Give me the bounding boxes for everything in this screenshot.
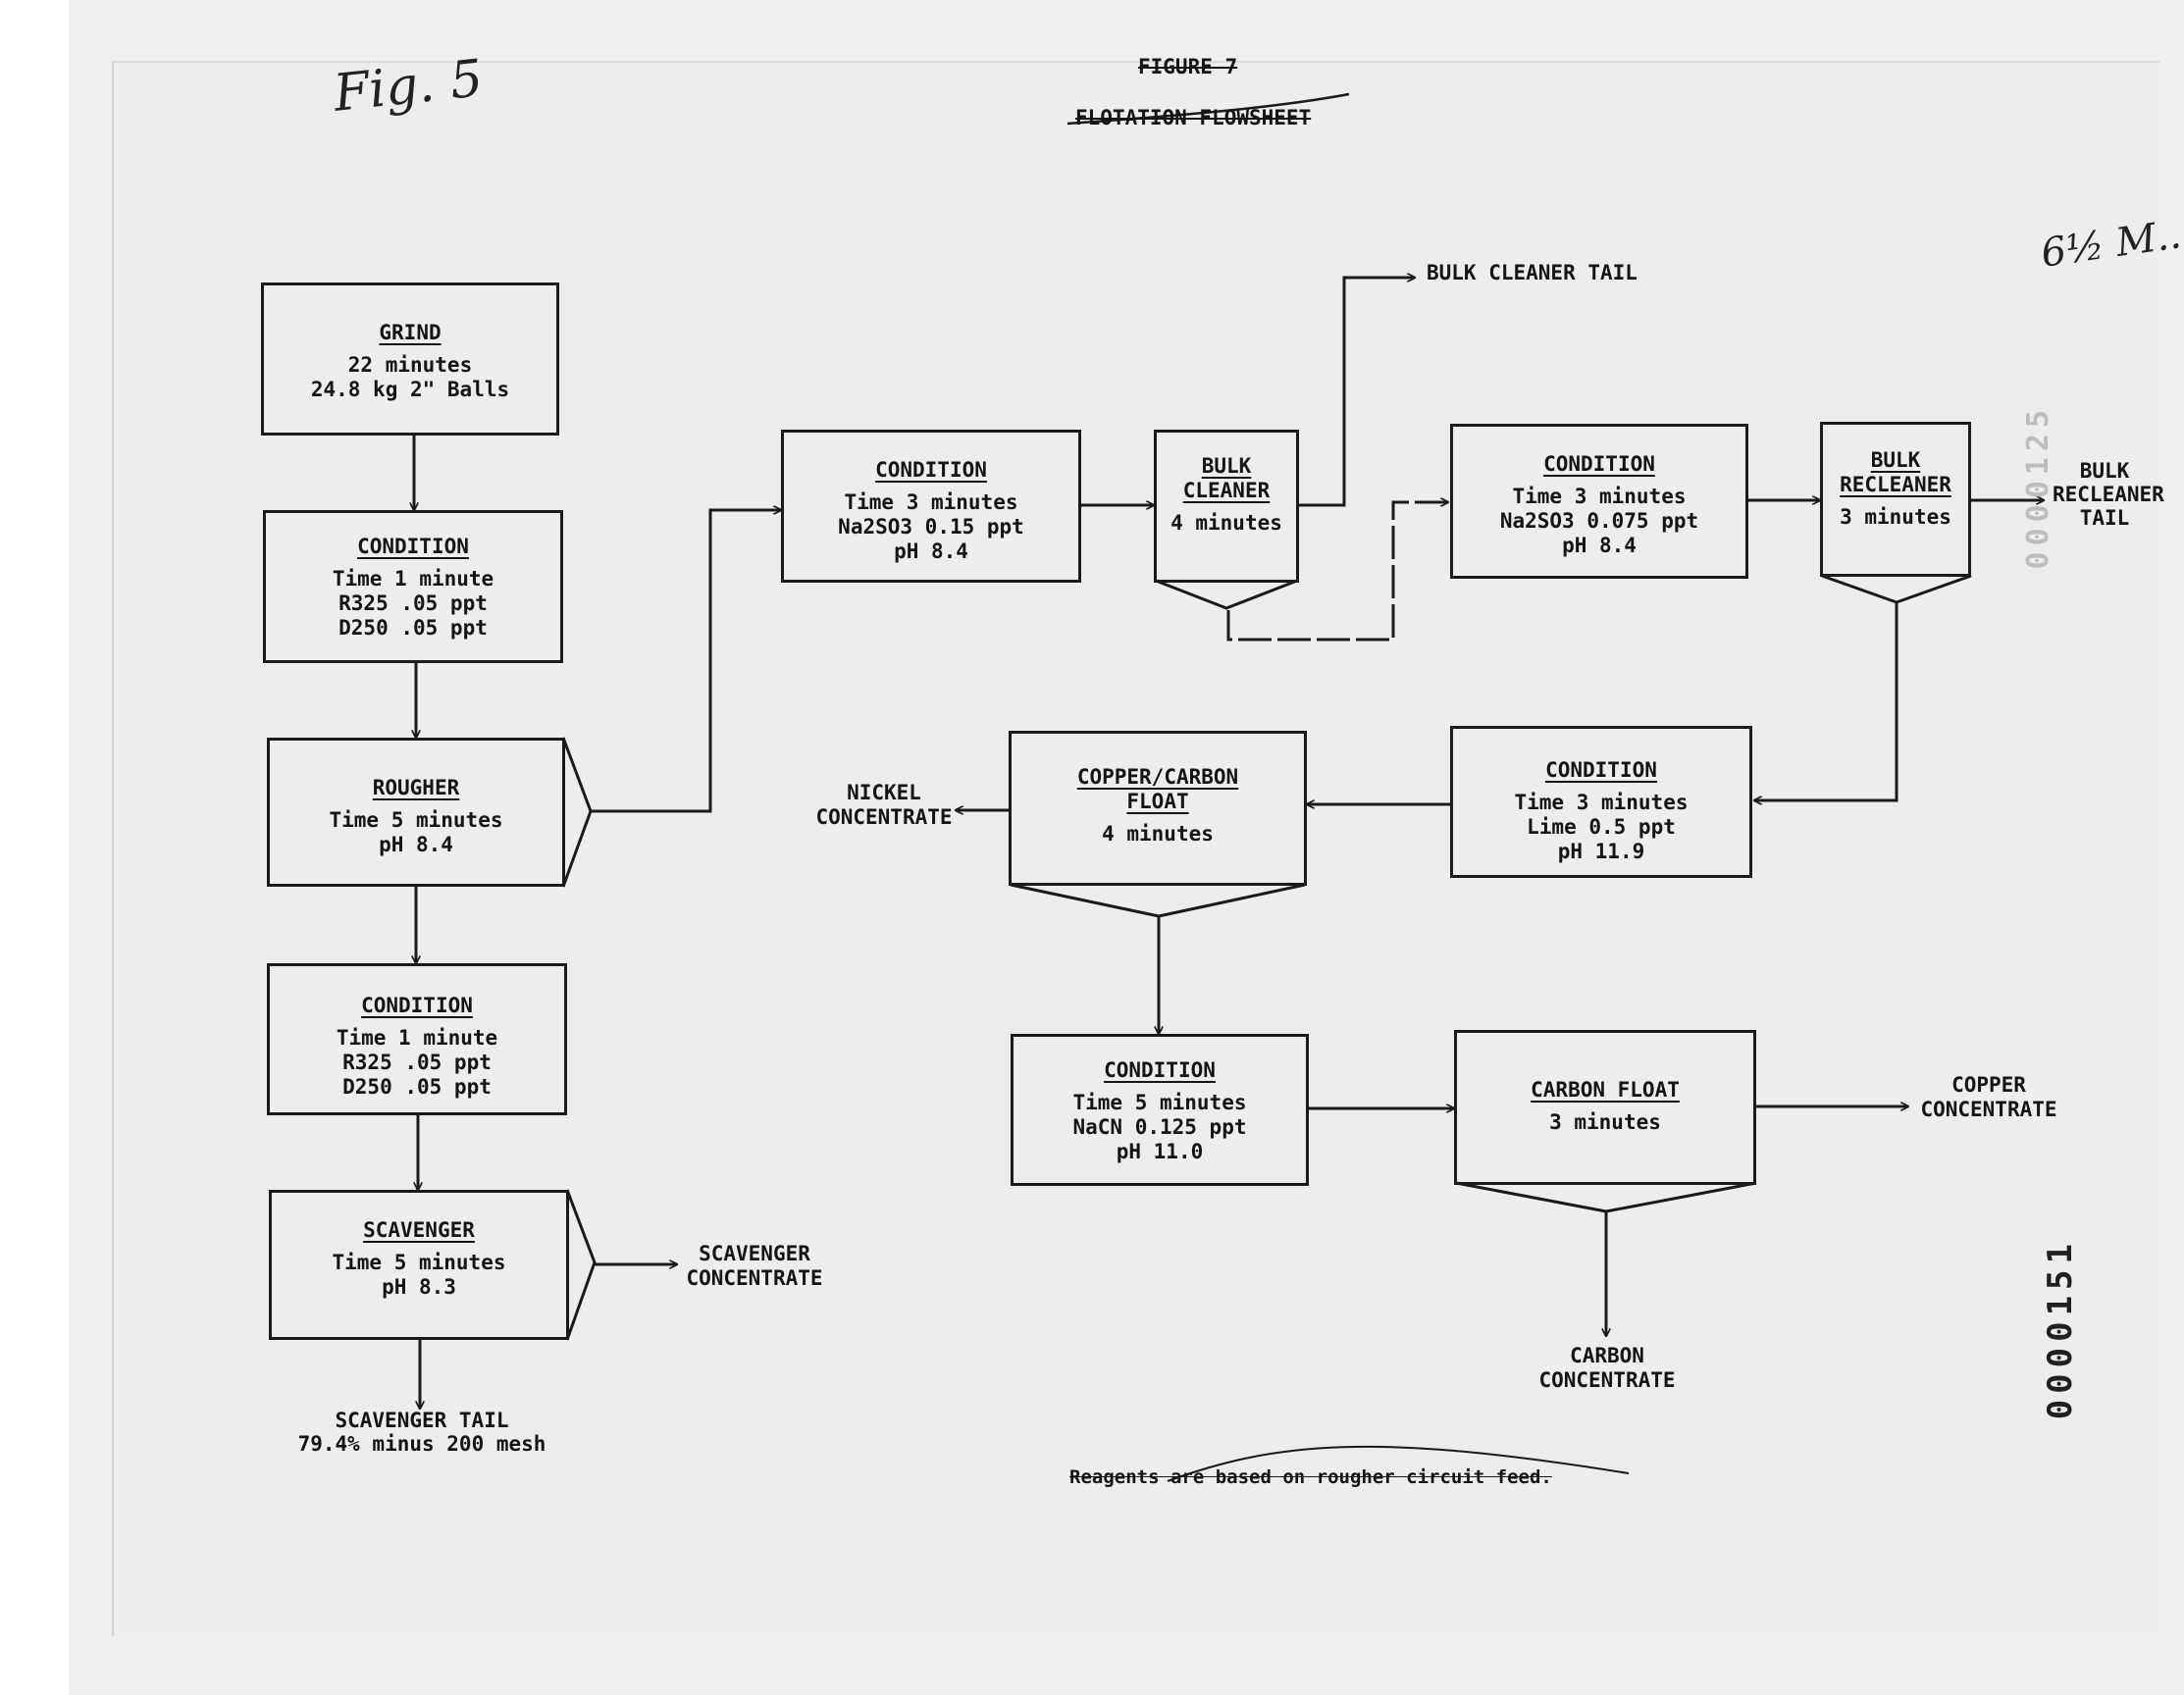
copper-concentrate-label: COPPER CONCENTRATE xyxy=(1920,1073,2057,1121)
box-title: CONDITION xyxy=(361,994,473,1017)
scavenger-hopper xyxy=(565,1189,597,1341)
box-line: 4 minutes xyxy=(1170,511,1282,535)
carbon-float-hopper xyxy=(1455,1181,1757,1213)
grind-box: GRIND 22 minutes 24.8 kg 2" Balls xyxy=(261,282,559,436)
box-title: CONDITION xyxy=(357,535,469,558)
box-title: GRIND xyxy=(379,321,442,344)
box-title: SCAVENGER xyxy=(363,1218,475,1242)
condition-box-5: CONDITION Time 3 minutes Lime 0.5 ppt pH… xyxy=(1450,726,1752,878)
box-line: NaCN 0.125 ppt xyxy=(1072,1115,1247,1139)
reagent-footnote: Reagents are based on rougher circuit fe… xyxy=(1069,1466,1552,1488)
bulk-cleaner-recycle-line xyxy=(1226,502,1448,642)
bulk-cleaner-box: BULK CLEANER 4 minutes xyxy=(1154,430,1299,583)
carbon-float-box: CARBON FLOAT 3 minutes xyxy=(1454,1030,1756,1185)
condition-box-3: CONDITION Time 3 minutes Na2SO3 0.15 ppt… xyxy=(781,430,1081,583)
box-line: pH 11.0 xyxy=(1116,1140,1204,1163)
rougher-hopper xyxy=(561,737,593,888)
box-line: pH 8.4 xyxy=(1562,534,1637,557)
condition-box-2: CONDITION Time 1 minute R325 .05 ppt D25… xyxy=(267,963,567,1115)
box-title: COPPER/CARBON FLOAT xyxy=(1076,765,1239,813)
box-line: 3 minutes xyxy=(1840,505,1951,529)
box-line: 24.8 kg 2" Balls xyxy=(310,378,510,401)
condition-box-1: CONDITION Time 1 minute R325 .05 ppt D25… xyxy=(263,510,563,663)
box-line: pH 8.4 xyxy=(379,833,453,856)
condition-box-6: CONDITION Time 5 minutes NaCN 0.125 ppt … xyxy=(1011,1034,1309,1186)
box-title: ROUGHER xyxy=(372,776,460,799)
box-line: Time 5 minutes xyxy=(1072,1091,1247,1114)
figure-number: FIGURE 7 xyxy=(1138,55,1238,78)
flowsheet-title: FLOTATION FLOWSHEET xyxy=(1075,106,1312,129)
box-line: D250 .05 ppt xyxy=(342,1075,492,1099)
bulk-cleaner-tail-label: BULK CLEANER TAIL xyxy=(1427,261,1638,284)
box-title: BULK CLEANER xyxy=(1182,454,1271,502)
box-title: CONDITION xyxy=(1545,758,1657,782)
lower-page-stamp: 0000151 xyxy=(2041,1238,2080,1420)
bulk-recleaner-tail-label: BULK RECLEANER TAIL xyxy=(2053,459,2164,530)
rougher-to-condition3-arrow xyxy=(591,510,781,813)
box-line: Time 5 minutes xyxy=(332,1251,506,1274)
box-line: 4 minutes xyxy=(1102,822,1214,846)
box-line: R325 .05 ppt xyxy=(338,591,488,615)
box-title: CONDITION xyxy=(1543,452,1655,476)
box-line: D250 .05 ppt xyxy=(338,616,488,640)
box-line: Na2SO3 0.075 ppt xyxy=(1499,509,1699,533)
box-line: R325 .05 ppt xyxy=(342,1051,492,1074)
scavenger-tail-label: SCAVENGER TAIL xyxy=(335,1409,509,1432)
upper-page-stamp: 0000125 xyxy=(2021,404,2055,570)
bulk-recleaner-to-condition5-arrow xyxy=(1754,602,1898,800)
box-line: Time 1 minute xyxy=(332,567,494,591)
scavenger-concentrate-label: SCAVENGER CONCENTRATE xyxy=(686,1242,823,1290)
scavenger-tail-note: 79.4% minus 200 mesh xyxy=(297,1432,546,1456)
copper-carbon-float-box: COPPER/CARBON FLOAT 4 minutes xyxy=(1009,731,1307,886)
box-line: pH 8.4 xyxy=(894,539,968,563)
box-line: Time 3 minutes xyxy=(844,490,1018,514)
copper-carbon-hopper xyxy=(1010,883,1306,918)
heading-strike-mark xyxy=(1066,92,1350,126)
box-line: Lime 0.5 ppt xyxy=(1527,815,1676,839)
scan-left-band xyxy=(0,0,69,1695)
box-line: Na2SO3 0.15 ppt xyxy=(838,515,1024,539)
box-line: 3 minutes xyxy=(1549,1110,1661,1134)
box-title: CARBON FLOAT xyxy=(1531,1078,1680,1102)
box-line: pH 11.9 xyxy=(1557,840,1645,863)
scavenger-box: SCAVENGER Time 5 minutes pH 8.3 xyxy=(269,1190,569,1340)
bulk-recleaner-box: BULK RECLEANER 3 minutes xyxy=(1820,422,1971,577)
box-line: 22 minutes xyxy=(347,353,473,377)
condition-box-4: CONDITION Time 3 minutes Na2SO3 0.075 pp… xyxy=(1450,424,1748,579)
footnote-strike-mark xyxy=(1167,1445,1630,1482)
rougher-box: ROUGHER Time 5 minutes pH 8.4 xyxy=(267,738,565,887)
carbon-concentrate-label: CARBON CONCENTRATE xyxy=(1538,1344,1676,1392)
box-line: Time 5 minutes xyxy=(329,808,503,832)
box-line: Time 3 minutes xyxy=(1514,791,1689,814)
nickel-concentrate-label: NICKEL CONCENTRATE xyxy=(815,781,953,829)
paper-sheet xyxy=(112,61,2160,1636)
box-title: CONDITION xyxy=(875,458,987,482)
box-title: CONDITION xyxy=(1104,1058,1216,1082)
box-line: Time 1 minute xyxy=(336,1026,498,1050)
bulk-recleaner-hopper xyxy=(1821,574,1972,604)
box-line: Time 3 minutes xyxy=(1512,485,1687,508)
box-line: pH 8.3 xyxy=(382,1275,456,1299)
bulk-cleaner-tail-arrow xyxy=(1297,278,1415,507)
bulk-cleaner-hopper xyxy=(1155,579,1298,610)
box-title: BULK RECLEANER xyxy=(1840,448,1951,496)
